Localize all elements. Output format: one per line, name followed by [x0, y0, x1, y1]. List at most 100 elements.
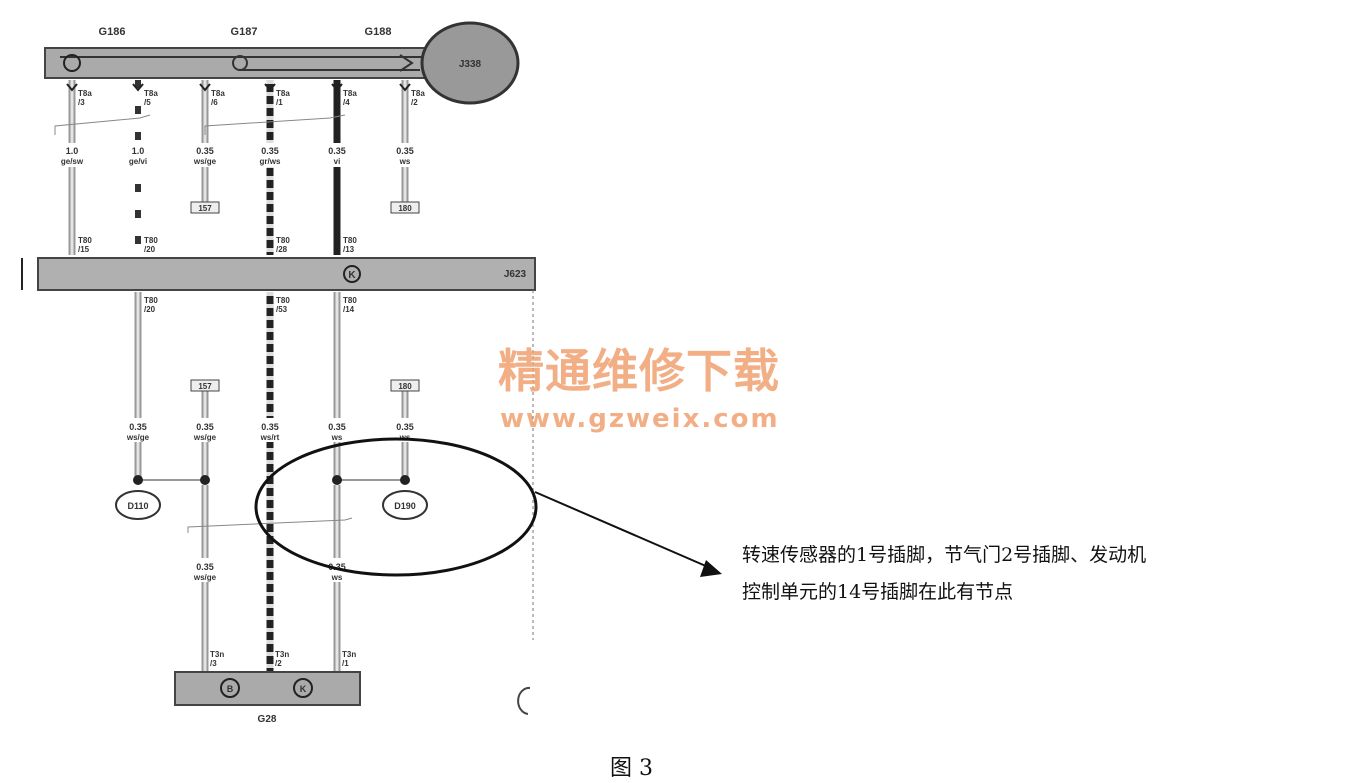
ref-label: 180	[398, 204, 412, 213]
pin-label: /20	[144, 305, 156, 314]
pin-label: T80	[144, 296, 158, 305]
pin-label: /20	[144, 245, 156, 254]
pin-label: /15	[78, 245, 90, 254]
splice-label: D190	[394, 501, 416, 511]
wire-color: ws/ge	[193, 573, 217, 582]
connector-arrow-icon	[199, 83, 211, 92]
label-bg	[255, 418, 285, 442]
ref-label: 157	[198, 382, 212, 391]
pin-label: /28	[276, 245, 288, 254]
sensor-symbol-icon	[399, 54, 414, 72]
highlight-ellipse	[254, 437, 538, 577]
pin-label: T8a	[411, 89, 425, 98]
shield-line	[187, 517, 353, 533]
label-bg	[192, 143, 218, 167]
callout-line	[534, 491, 716, 571]
wire-color: vi	[334, 157, 341, 166]
wire-color: ge/sw	[61, 157, 84, 166]
sensor-symbol-label: B	[227, 684, 234, 694]
shield-line	[204, 114, 346, 135]
shield-line	[54, 114, 151, 135]
label-bg	[125, 143, 151, 167]
pin-label: T80	[276, 236, 290, 245]
ref-box	[390, 201, 420, 214]
connector-arrow-icon	[66, 83, 78, 92]
wire-color: ws	[331, 573, 343, 582]
label-bg	[257, 143, 283, 167]
pin-label: T80	[276, 296, 290, 305]
label-bg	[392, 143, 418, 167]
label-bg	[190, 558, 220, 582]
connector-arrow-icon	[264, 83, 276, 92]
sensor-symbol-icon	[232, 55, 248, 71]
wire-color: ws	[399, 157, 411, 166]
pin-label: T3n	[342, 650, 356, 659]
wire-color: ws	[399, 433, 411, 442]
wire-gauge: 0.35	[261, 422, 279, 432]
splice-node	[332, 475, 342, 485]
pin-label: /2	[411, 98, 418, 107]
pin-label: /14	[343, 305, 355, 314]
wire-gauge: 0.35	[196, 422, 214, 432]
pin-label: /4	[343, 98, 350, 107]
ref-label: 180	[398, 382, 412, 391]
ref-box	[190, 379, 220, 392]
module-j338	[420, 21, 520, 105]
pin-label: T8a	[276, 89, 290, 98]
sensor-symbol-icon	[63, 54, 81, 72]
sensor-symbol-label: K	[300, 684, 307, 694]
ref-box	[390, 379, 420, 392]
connector-arrow-icon	[331, 83, 343, 92]
ecu-label: J623	[504, 269, 527, 280]
wire-color: ws/rt	[260, 433, 280, 442]
label-bg	[324, 143, 350, 167]
ref-label: 157	[198, 204, 212, 213]
pin-label: /5	[144, 98, 151, 107]
wire-gauge: 0.35	[328, 562, 346, 572]
pin-label: T80	[343, 296, 357, 305]
pin-label: T80	[144, 236, 158, 245]
wire-gauge: 0.35	[328, 146, 346, 156]
splice-circle	[115, 490, 161, 520]
wire-gauge: 0.35	[196, 146, 214, 156]
splice-label: D110	[127, 501, 148, 511]
ecu-bar	[37, 257, 536, 291]
pin-label: T3n	[210, 650, 224, 659]
label-bg	[322, 418, 352, 442]
pin-label: T3n	[275, 650, 289, 659]
annotation-line-2: 控制单元的14号插脚在此有节点	[742, 581, 1014, 603]
pin-label: /13	[343, 245, 355, 254]
pin-label: /2	[275, 659, 282, 668]
sensor-symbol-icon	[293, 678, 313, 698]
figure-caption: 图 3	[610, 756, 653, 781]
pin-label: T80	[343, 236, 357, 245]
ecu-symbol-label: K	[348, 270, 356, 281]
watermark-title: 精通维修下载	[498, 344, 780, 398]
callout-arrow-icon	[700, 560, 722, 577]
label-bg	[59, 143, 85, 167]
ecu-symbol-icon	[343, 265, 361, 283]
pin-label: T8a	[78, 89, 92, 98]
connector-arrow-icon	[399, 83, 411, 92]
splice-circle	[382, 490, 428, 520]
partial-symbol	[517, 686, 531, 715]
pin-label: T8a	[211, 89, 225, 98]
wire-gauge: 0.35	[396, 422, 414, 432]
watermark-url: www.gzweix.com	[500, 404, 780, 434]
wire-color: ws/ge	[126, 433, 150, 442]
sensor-housing-bar	[44, 47, 436, 79]
label-bg	[123, 418, 153, 442]
component-label: G187	[231, 26, 258, 38]
splice-node	[200, 475, 210, 485]
pin-label: /6	[211, 98, 218, 107]
component-label: G188	[365, 26, 392, 38]
module-label: J338	[459, 59, 482, 70]
wire-color: ws/ge	[193, 157, 217, 166]
pin-label: T80	[78, 236, 92, 245]
pin-label: /1	[276, 98, 283, 107]
pin-label: /1	[342, 659, 349, 668]
wire-gauge: 1.0	[132, 146, 145, 156]
sensor-symbol-icon	[220, 678, 240, 698]
component-label: G186	[99, 26, 126, 38]
